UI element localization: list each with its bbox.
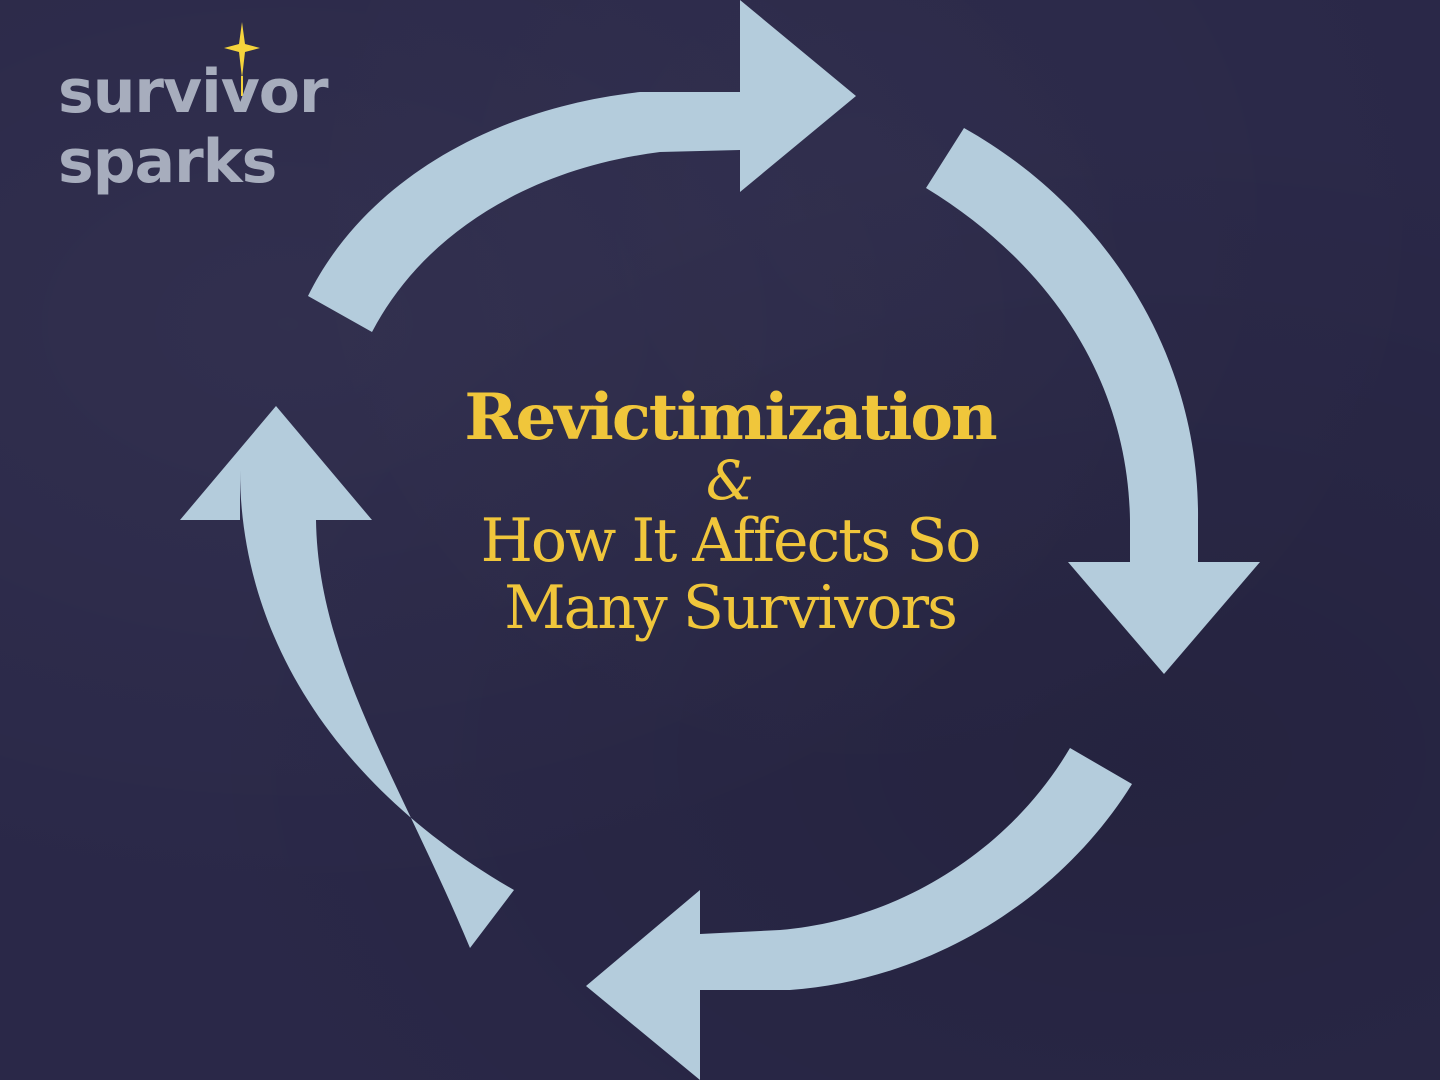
logo-text-sparks: sparks xyxy=(58,127,277,197)
cycle-arrow-icon-top xyxy=(308,0,856,332)
logo-text-survivor: survivor xyxy=(58,57,329,127)
title-ampersand: & xyxy=(705,448,755,512)
sparkle-star-icon xyxy=(224,22,260,96)
cycle-arrow-icon-right xyxy=(926,128,1260,674)
cycle-arrow-icon-bottom xyxy=(586,748,1132,1080)
cycle-arrow-icon-left xyxy=(180,406,514,948)
survivor-sparks-logo: survivor sparks xyxy=(58,22,398,212)
subtitle-line-1: How It Affects So xyxy=(480,505,982,576)
page-title: Revictimization xyxy=(464,380,997,455)
subtitle-line-2: Many Survivors xyxy=(504,572,958,643)
title-block: Revictimization & How It Affects So Many… xyxy=(380,382,1080,642)
